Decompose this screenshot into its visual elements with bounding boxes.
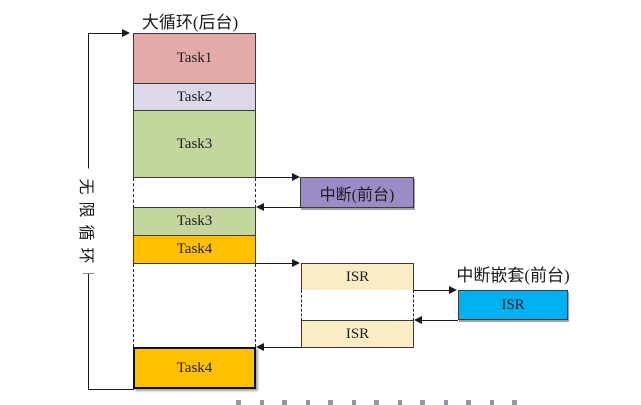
isr2-label: ISR [345,325,370,342]
isr1-label: ISR [345,268,370,285]
nested-isr-box: ISR [458,290,568,320]
preemption-gap-1 [133,178,256,208]
isr-box-2: ISR [301,320,414,348]
task2-label: Task2 [176,88,213,105]
task3-to-interrupt-line [256,177,294,178]
task4-label: Task4 [176,241,213,257]
task4-resumed-box: Task4 [133,347,256,389]
isr-to-nested-isr-line [414,290,450,291]
interrupt-return-arrowhead-icon [256,203,264,211]
task4-to-isr-arrowhead-icon [292,259,300,267]
interrupt-return-line [260,207,302,208]
nested-isr-return-line [421,320,458,321]
clipped-caption-fragment [236,400,521,405]
isr-box-1: ISR [301,263,414,291]
background-loop-title: 大循环(后台) [141,13,239,32]
task1-box: Task1 [133,33,256,84]
interrupt-label: 中断(前台) [319,186,395,204]
task3-to-interrupt-arrowhead-icon [292,173,300,181]
task3-resumed-box: Task3 [133,207,256,236]
task3-resumed-label: Task3 [176,213,213,229]
isr-to-task4-return-arrowhead-icon [256,343,264,351]
isr-preemption-gap [301,290,414,321]
nested-interrupt-title: 中断嵌套(前台) [456,266,570,285]
interrupt-box: 中断(前台) [300,177,414,208]
isr-to-nested-isr-arrowhead-icon [449,286,457,294]
infinite-loop-label: 无限循环 [76,168,100,274]
task3-box: Task3 [133,110,256,178]
loop-bottom-line [88,389,134,390]
task2-box: Task2 [133,83,256,111]
preemption-gap-2 [133,264,256,347]
nested-isr-return-arrowhead-icon [414,316,422,324]
isr-to-task4-return-line [263,347,302,348]
task3-label: Task3 [176,135,213,152]
nested-isr-label: ISR [501,296,525,313]
task1-label: Task1 [176,50,213,66]
loop-top-line [88,33,122,34]
loop-arrowhead-icon [122,29,130,37]
task4-to-isr-line [256,263,294,264]
task4-box: Task4 [133,235,256,264]
task4-resumed-label: Task4 [176,359,213,376]
